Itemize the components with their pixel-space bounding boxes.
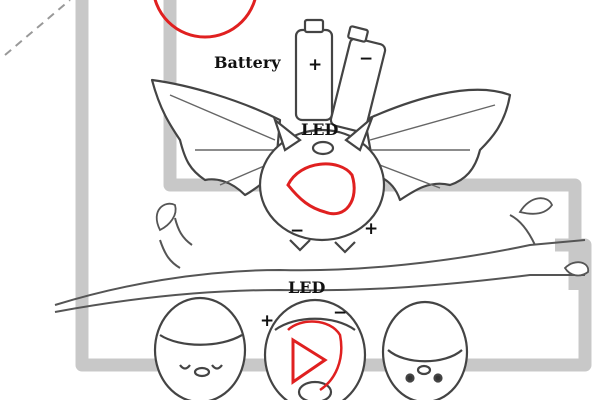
branch-leaves (155, 197, 589, 277)
bat-body-top (258, 114, 386, 254)
led-outline-bottom (291, 337, 328, 385)
led-bottom-minus-sign: − (333, 303, 348, 323)
bat-bottom-left (153, 296, 247, 400)
battery-cap-right (347, 25, 369, 43)
led-top-plus-sign: + (364, 219, 379, 239)
bat-feet (289, 239, 356, 254)
bat-ear-left (272, 116, 302, 152)
wing-ribs (169, 94, 496, 189)
led-outline-bottom-ring (287, 320, 343, 392)
battery-label: Battery (214, 53, 281, 72)
red-circle-top (153, 0, 257, 39)
bat-bottom-middle (263, 298, 367, 400)
bat-bottom-right (381, 300, 469, 400)
left-wing (150, 78, 282, 197)
led-label-top: LED (301, 120, 339, 139)
led-top-minus-sign: − (290, 221, 305, 241)
battery-cells (294, 18, 387, 133)
battery-cell-left (294, 28, 334, 122)
bat-body (258, 128, 386, 242)
battery-cap-left (303, 18, 325, 34)
bat-snout (311, 140, 335, 156)
bat-ear-right (344, 114, 375, 152)
dashed-guide (4, 0, 71, 56)
battery-plus-sign: + (308, 55, 323, 75)
tree-branch (54, 214, 586, 313)
led-label-bottom: LED (288, 278, 326, 297)
battery-cell-right (329, 37, 387, 133)
led-bottom-plus-sign: + (260, 311, 275, 331)
battery-minus-sign: − (359, 49, 374, 69)
led-outline-top (286, 162, 356, 216)
wire-left-loop (75, 0, 165, 372)
